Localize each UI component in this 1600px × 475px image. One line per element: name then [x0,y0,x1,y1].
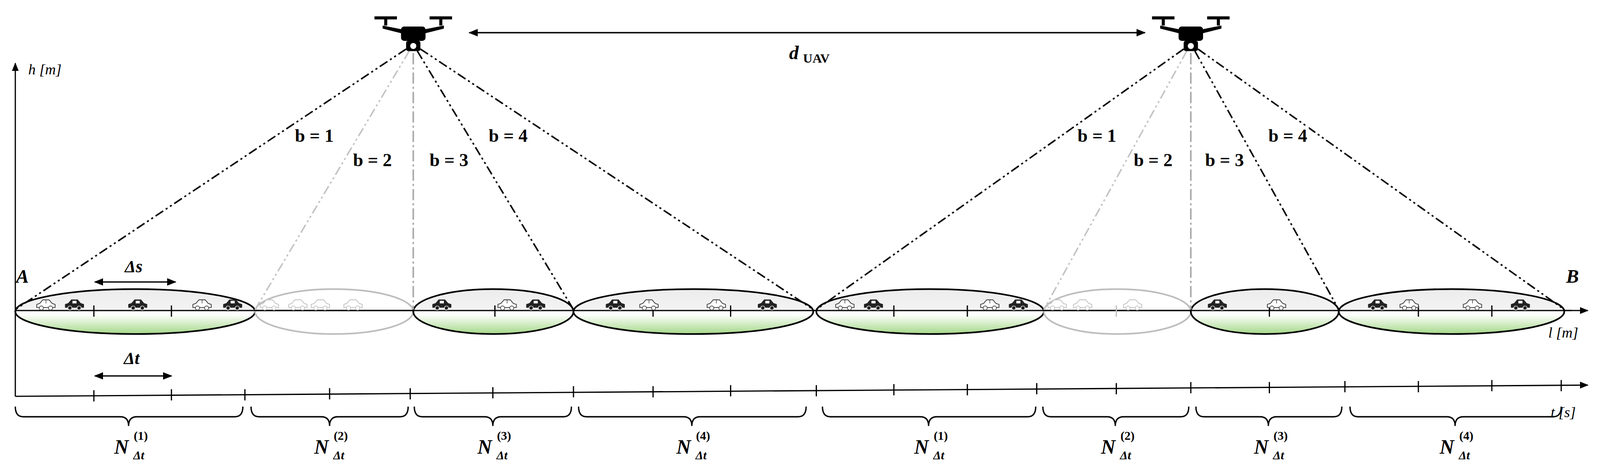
interval-symbol: N [314,436,329,457]
beam-label: b = 4 [486,126,530,145]
interval-symbol: N [676,436,691,457]
interval-subscript: Δt [496,449,508,462]
zone-ellipse [1190,289,1339,334]
interval-subscript: Δt [695,449,707,462]
interval-subscript: Δt [1120,449,1131,462]
axes [15,63,1588,397]
interval-superscript: (1) [133,429,149,442]
interval-symbol: N [477,436,492,457]
interval-superscript: (2) [333,429,349,442]
interval-superscript: (3) [496,429,512,442]
road-line [15,310,1572,312]
zone-ellipse [816,289,1044,334]
distance-symbol: d [789,43,799,63]
vehicles [36,299,1530,310]
interval-superscript: (1) [933,429,949,442]
interval-subscript: Δt [933,449,945,462]
zone-ellipse [255,289,414,334]
uav-drone [374,16,452,52]
t-axis [15,384,1588,397]
axis-label: t [s] [1550,404,1577,420]
beam-label: b = 2 [1131,150,1174,170]
axis-label: l [m] [1548,325,1579,340]
interval-braces [15,406,1562,427]
beam-label: b = 2 [351,150,394,170]
dimension-arrows [94,32,1145,376]
zone-ellipse [1338,289,1565,334]
zone-ellipse [573,289,814,334]
distance-subscript: UAV [803,51,830,65]
interval-symbol: N [1100,436,1116,457]
interval-subscript: Δt [1458,449,1470,462]
interval-superscript: (3) [1273,429,1288,442]
beam-label: b = 1 [293,126,336,145]
interval-symbol: N [1439,436,1454,457]
zone-ellipse [15,289,256,334]
zone-ellipse [413,289,574,334]
endpoint-label: B [1566,266,1579,287]
interval-subscript: Δt [333,449,345,462]
interval-symbol: N [114,436,129,457]
beam-lines [15,49,1565,310]
dimension-label: Δt [123,349,140,367]
zone-ellipse [1043,289,1191,334]
interval-superscript: (4) [1459,429,1474,442]
interval-subscript: Δt [133,449,145,462]
uav-drone [1152,16,1230,52]
endpoint-label: A [16,266,29,287]
l-axis [15,310,1588,312]
beam-label: b = 1 [1075,126,1118,145]
interval-symbol: N [1253,436,1269,457]
interval-superscript: (4) [696,429,711,442]
interval-symbol: N [914,436,929,457]
dimension-label: Δs [124,257,143,276]
beam-label: b = 3 [1203,150,1246,170]
interval-superscript: (2) [1120,429,1135,442]
time-ticks [93,380,1562,402]
h-axis [14,63,17,397]
beam-label: b = 4 [1266,126,1309,145]
axis-label: h [m] [28,62,62,77]
interval-subscript: Δt [1273,449,1284,462]
beam-label: b = 3 [427,150,470,170]
coverage-zones [15,289,1572,334]
